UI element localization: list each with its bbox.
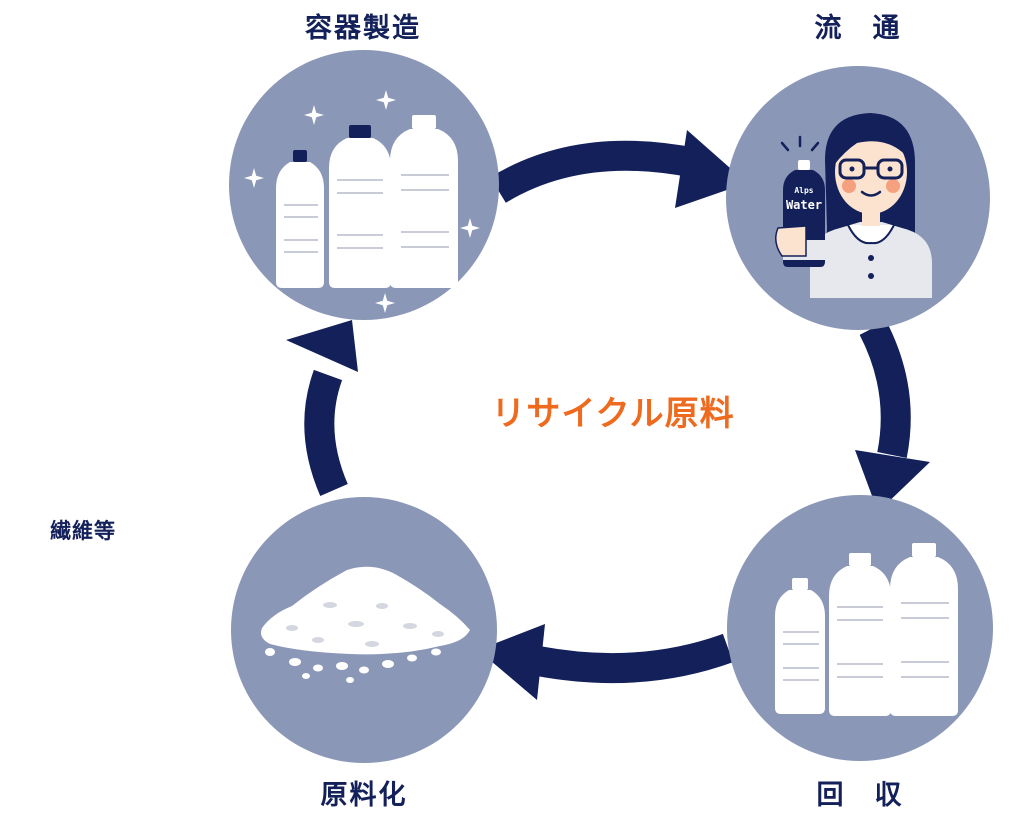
- sparkling-bottles-icon: [244, 90, 480, 313]
- stage-circle-distribution: Alps Water: [726, 66, 990, 330]
- stage-label-distribution: 流 通: [814, 13, 902, 44]
- arrow-distribution-to-collection: [855, 321, 930, 512]
- recycled-flakes-icon: [261, 566, 470, 683]
- used-bottles-icon: [775, 543, 958, 716]
- stage-label-manufacturing: 容器製造: [305, 13, 421, 44]
- bottle-brand-line2: Water: [786, 198, 822, 212]
- stage-label-raw-material: 原料化: [320, 780, 408, 811]
- side-label-fibers: 繊維等: [50, 519, 116, 543]
- stage-circle-raw-material: [231, 497, 497, 763]
- arrow-collection-to-raw-material: [478, 624, 734, 700]
- stage-label-collection: 回 収: [816, 780, 904, 811]
- center-label-recycled-material: リサイクル原料: [491, 394, 735, 434]
- arrow-manufacturing-to-distribution: [490, 130, 747, 208]
- stage-circle-manufacturing: [229, 50, 499, 320]
- stage-circle-collection: [727, 495, 993, 761]
- arrow-raw-material-to-manufacturing: [286, 320, 358, 496]
- bottle-brand-line1: Alps: [794, 186, 813, 195]
- woman-holding-bottle-icon: Alps Water: [775, 113, 932, 298]
